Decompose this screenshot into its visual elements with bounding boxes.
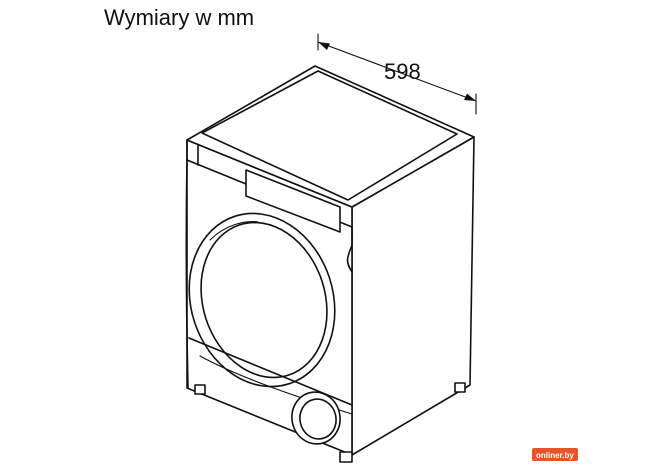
display-recess — [245, 169, 341, 233]
watermark-badge: onliner.by — [532, 448, 578, 461]
width-dimension: 598 — [317, 33, 477, 115]
foot-back-right — [454, 382, 466, 393]
foot-front-left — [194, 384, 206, 395]
page-title: Wymiary w mm — [104, 5, 254, 30]
front-lip-right — [346, 226, 353, 273]
dimension-arrow-right — [464, 93, 476, 101]
door-inner — [200, 221, 328, 379]
front-lip — [185, 159, 189, 389]
watermark-background — [532, 448, 578, 461]
filter-hatch-inner — [299, 398, 337, 440]
dryer-drawing — [185, 65, 475, 463]
top-panel — [201, 70, 458, 201]
dimension-line — [317, 41, 477, 102]
door-highlight — [209, 221, 259, 241]
width-label: 598 — [384, 59, 421, 84]
foot-front-right — [339, 451, 353, 463]
watermark-text: onliner.by — [536, 451, 574, 460]
dimension-arrow-left — [318, 42, 330, 50]
